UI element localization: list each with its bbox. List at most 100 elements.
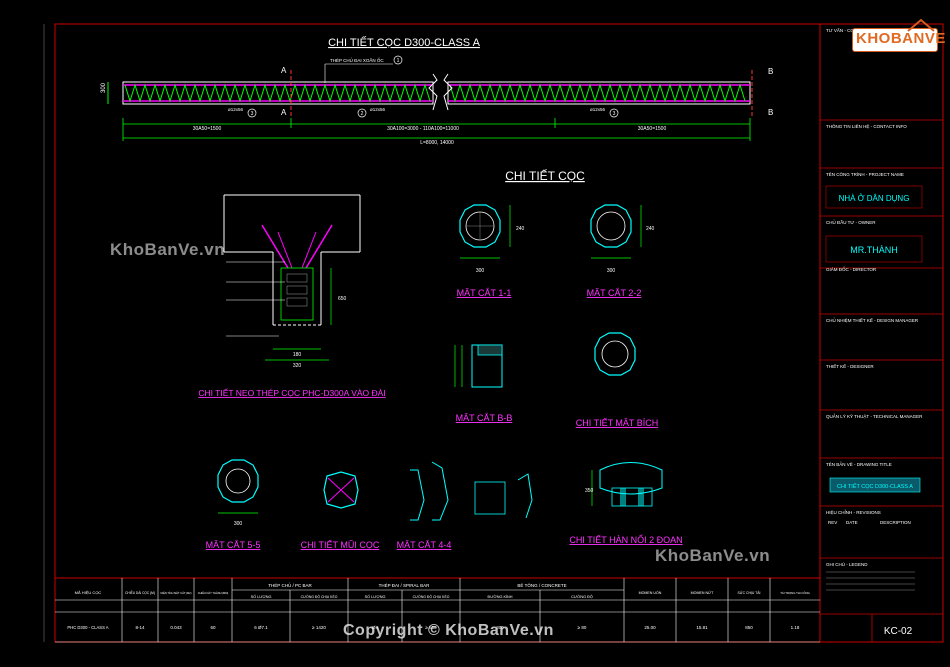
th-5: CƯỜNG ĐỘ CHỊU KÉO — [301, 594, 338, 599]
section-marker-b-bottom: B — [768, 108, 773, 117]
callout-num-3-right: 3 — [613, 111, 616, 117]
section-4-4: MẶT CẮT 4-4 — [397, 461, 533, 550]
flange-detail: CHI TIẾT MẶT BÍCH — [576, 332, 659, 428]
tb-design-manager: CHỦ NHIỆM THIẾT KẾ - DESIGN MANAGER — [826, 316, 919, 323]
sec22-dim-240: 240 — [646, 226, 655, 232]
td-3: 60 — [210, 625, 216, 630]
tb-desc-col: DESCRIPTION — [880, 520, 911, 525]
sec22-dim-300: 300 — [607, 268, 616, 274]
tb-owner-label: CHỦ ĐẦU TƯ - OWNER — [826, 219, 876, 225]
th-7: CƯỜNG ĐỘ CHỊU KÉO — [413, 594, 450, 599]
brand-logo-text: KHOBANVE — [856, 30, 946, 47]
th-6: SỐ LƯỢNG — [365, 594, 386, 599]
pile-spec-table: THÉP CHỦ / PC BAR THÉP ĐAI / SPIRAL BAR … — [55, 578, 820, 643]
sec55-dim-300: 300 — [234, 521, 243, 527]
bar-label-left: ø12x56 — [228, 107, 244, 112]
th-group-2: THÉP ĐAI / SPIRAL BAR — [379, 582, 431, 588]
th-group-3: BÊ TÔNG / CONCRETE — [517, 581, 566, 588]
height-dim: 300 — [101, 82, 107, 93]
callout-top: THÉP CHỦ ĐAI XOẮN ỐC — [330, 56, 384, 63]
callout-num-2: 2 — [361, 111, 364, 117]
td-13: 1.18 — [791, 625, 800, 630]
tb-sheet-number: KC-02 — [884, 626, 913, 637]
tb-drawing-title: CHI TIẾT CỌC D300-CLASS A — [837, 483, 913, 490]
tb-owner-name: MR.THÀNH — [850, 245, 898, 255]
section-marker-b-top: B — [768, 67, 773, 76]
dim-right: 30A50=1500 — [638, 126, 667, 132]
td-7: ≥ 550 — [425, 625, 437, 630]
pile-elevation: CHI TIẾT CỌC D300-CLASS A A A B B 300 TH… — [101, 36, 773, 146]
td-4: 6 Ø7.1 — [254, 625, 268, 630]
tb-contact: THÔNG TIN LIÊN HỆ - CONTACT INFO — [826, 122, 907, 129]
tb-project-label: TÊN CÔNG TRÌNH - PROJECT NAME — [826, 170, 904, 177]
dim-mid: 30A100=3000 - 110A100=11000 — [387, 126, 459, 132]
callout-num-3-left: 3 — [251, 111, 254, 117]
th-3: CHIỀU DÀY THÀNH (MM) — [198, 590, 229, 595]
tb-technical-manager: QUẢN LÝ KỸ THUẬT - TECHNICAL MANAGER — [826, 413, 923, 419]
section-5-5: 300 MẶT CẮT 5-5 — [206, 459, 261, 550]
section-5-5-title: MẶT CẮT 5-5 — [206, 540, 261, 550]
watermark-left: KhoBanVe.vn — [110, 240, 226, 259]
main-title: CHI TIẾT CỌC D300-CLASS A — [328, 36, 480, 49]
section-2-2-title: MẶT CẮT 2-2 — [587, 288, 642, 298]
sec11-dim-300: 300 — [476, 268, 485, 274]
th-11: MOMEN NỨT — [691, 590, 714, 595]
td-8: 300 — [496, 625, 504, 630]
tb-director: GIÁM ĐỐC - DIRECTOR — [826, 266, 877, 272]
td-0: PHC D300 - CLASS A — [67, 625, 108, 630]
anchor-dim-320: 320 — [293, 363, 302, 369]
tb-drawing-title-label: TÊN BẢN VẼ - DRAWING TITLE — [826, 460, 892, 467]
pile-tip-title: CHI TIẾT MŨI CỌC — [301, 540, 380, 550]
section-1-1: 300 240 MẶT CẮT 1-1 — [457, 204, 525, 298]
td-11: 15.81 — [696, 625, 708, 630]
th-13: TẢI TRỌNG THI CÔNG — [780, 590, 810, 595]
th-4: SỐ LƯỢNG — [251, 594, 272, 599]
section-marker-a-bottom: A — [281, 108, 287, 117]
watermark-copyright: Copyright © KhoBanVe.vn — [343, 622, 554, 639]
td-5: ≥ 1420 — [312, 625, 326, 630]
td-6: Ø4 — [372, 625, 379, 630]
th-9: CƯỜNG ĐỘ — [571, 594, 593, 599]
flange-title: CHI TIẾT MẶT BÍCH — [576, 418, 659, 428]
td-12: 850 — [745, 625, 753, 630]
weld-detail: 350 CHI TIẾT HÀN NỐI 2 ĐOẠN — [569, 462, 683, 545]
td-2: 0.043 — [170, 625, 182, 630]
brand-logo: KHOBANVE — [848, 18, 946, 58]
pile-tip: CHI TIẾT MŨI CỌC — [301, 471, 380, 550]
th-0: MÃ HIỆU CỌC — [75, 590, 102, 595]
section-4-4-title: MẶT CẮT 4-4 — [397, 540, 452, 550]
tb-legend: GHI CHÚ - LEGEND — [826, 561, 868, 567]
section-2-2: 300 240 MẶT CẮT 2-2 — [587, 204, 655, 298]
tb-project-name: NHÀ Ở DÂN DỤNG — [839, 194, 910, 203]
section-b-b: MẶT CẮT B-B — [454, 344, 513, 423]
anchor-detail: 180 320 650 CHI TIẾT NEO THÉP CỌC PHC-D3… — [198, 194, 386, 398]
th-2: DIỆN TÍCH MẶT CẮT (M2) — [161, 590, 192, 595]
sec11-dim-240: 240 — [516, 226, 525, 232]
bar-label-mid: ø12x56 — [370, 107, 386, 112]
watermark-bottom-right: KhoBanVe.vn — [655, 546, 771, 565]
title-block: TƯ VẤN - CONSULTANT THÔNG TIN LIÊN HỆ - … — [820, 27, 943, 642]
th-10: MOMEN UỐN — [639, 590, 662, 595]
section-title: CHI TIẾT CỌC — [505, 168, 585, 183]
tb-rev-col: REV — [828, 520, 837, 525]
anchor-dim-180: 180 — [293, 352, 302, 358]
anchor-dim-650: 650 — [338, 296, 347, 302]
bar-label-right: ø12x56 — [590, 107, 606, 112]
tb-designer: THIẾT KẾ - DESIGNER — [826, 363, 874, 369]
th-group-1: THÉP CHỦ / PC BAR — [268, 582, 312, 588]
th-12: SỨC CHỊU TẢI — [738, 590, 761, 595]
section-b-b-title: MẶT CẮT B-B — [456, 413, 513, 423]
anchor-detail-title: CHI TIẾT NEO THÉP CỌC PHC-D300A VÀO ĐÀI — [198, 388, 385, 398]
td-10: 25.00 — [644, 625, 656, 630]
callout-num-1: 1 — [397, 58, 400, 64]
weld-dim-350: 350 — [585, 488, 594, 494]
dim-total: L=8000, 14000 — [420, 140, 454, 146]
weld-title: CHI TIẾT HÀN NỐI 2 ĐOẠN — [569, 534, 682, 545]
tb-date-col: DATE — [846, 520, 858, 525]
td-9: ≥ 80 — [578, 625, 587, 630]
th-8: ĐƯỜNG KÍNH — [487, 594, 512, 599]
tb-consultant: TƯ VẤN - CONSULTANT — [826, 27, 877, 33]
section-marker-a-top: A — [281, 66, 287, 75]
tb-revisions: HIỆU CHỈNH - REVISIONS — [826, 508, 881, 515]
